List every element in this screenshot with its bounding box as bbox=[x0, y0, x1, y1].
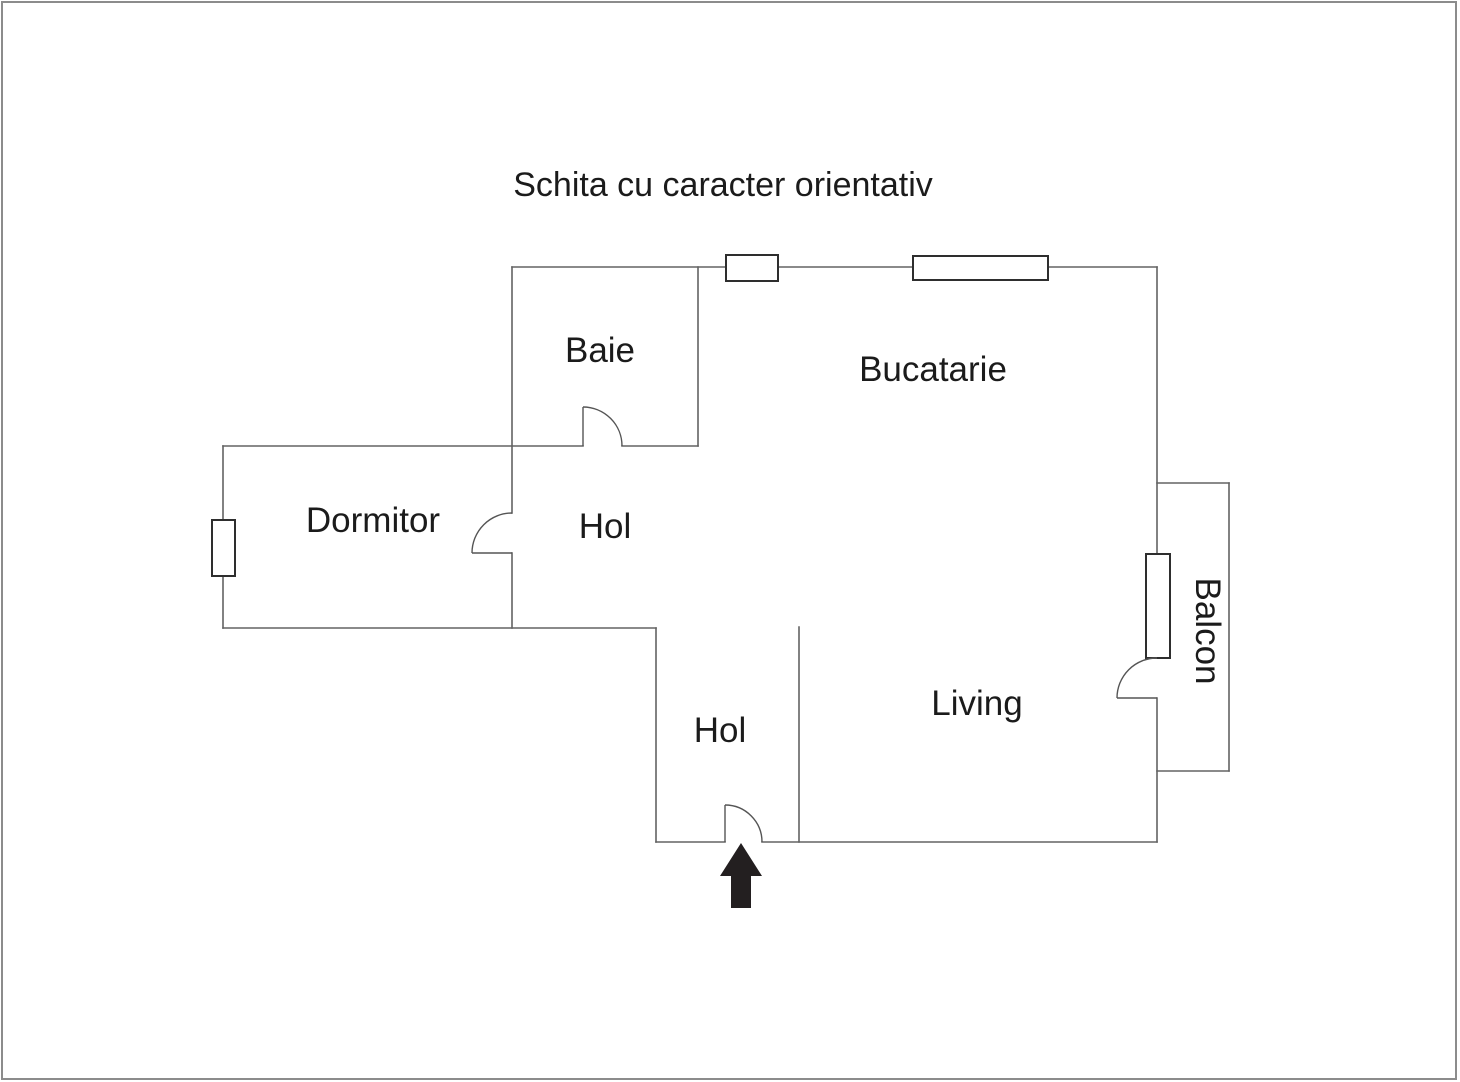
window-balcon bbox=[1145, 553, 1171, 659]
door-balcon-swing bbox=[1116, 657, 1158, 699]
door-baie-swing bbox=[582, 406, 623, 447]
room-label-bucatarie: Bucatarie bbox=[859, 350, 1007, 389]
room-label-dormitor: Dormitor bbox=[306, 501, 441, 540]
room-label-hol-upper: Hol bbox=[579, 507, 632, 546]
entrance-arrow bbox=[720, 843, 762, 908]
room-label-living: Living bbox=[931, 684, 1022, 723]
door-dormitor-swing bbox=[471, 512, 513, 554]
door-entrance-swing bbox=[724, 804, 763, 843]
window-kitchen-large bbox=[912, 255, 1049, 281]
window-dormitor bbox=[211, 519, 236, 577]
room-label-balcon: Balcon bbox=[1188, 577, 1227, 684]
room-label-hol-lower: Hol bbox=[694, 711, 747, 750]
plan-title: Schita cu caracter orientativ bbox=[513, 166, 933, 204]
window-kitchen-small bbox=[725, 254, 779, 282]
room-label-baie: Baie bbox=[565, 331, 635, 370]
